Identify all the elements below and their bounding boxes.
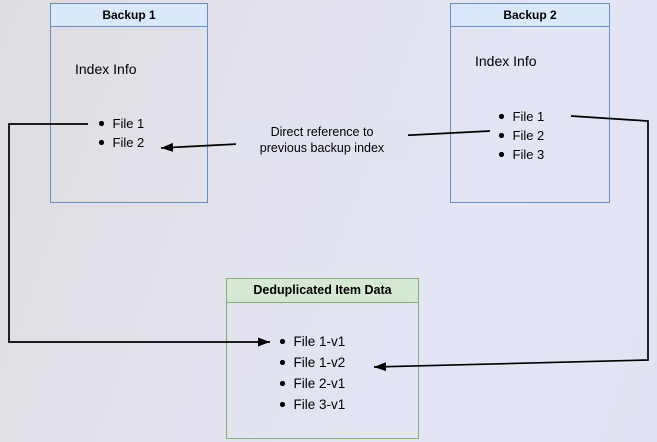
backup2-title: Backup 2 <box>451 4 609 27</box>
list-item: File 1 <box>499 107 545 126</box>
list-item: File 3 <box>499 145 545 164</box>
list-item: File 2-v1 <box>280 373 346 394</box>
annotation-line1: Direct reference to <box>270 125 374 139</box>
list-item: File 2 <box>99 133 145 152</box>
list-item: File 3-v1 <box>280 394 346 415</box>
list-item: File 2 <box>499 126 545 145</box>
backup1-title: Backup 1 <box>51 4 207 27</box>
backup1-index-info-label: Index Info <box>75 61 137 77</box>
annotation-line2: previous backup index <box>259 141 385 155</box>
list-item: File 1-v2 <box>280 352 346 373</box>
list-item: File 1-v1 <box>280 331 346 352</box>
backup2-index-info-label: Index Info <box>475 53 537 69</box>
dedup-title: Deduplicated Item Data <box>227 279 418 303</box>
direct-reference-annotation: Direct reference to previous backup inde… <box>236 124 408 156</box>
list-item: File 1 <box>99 114 145 133</box>
